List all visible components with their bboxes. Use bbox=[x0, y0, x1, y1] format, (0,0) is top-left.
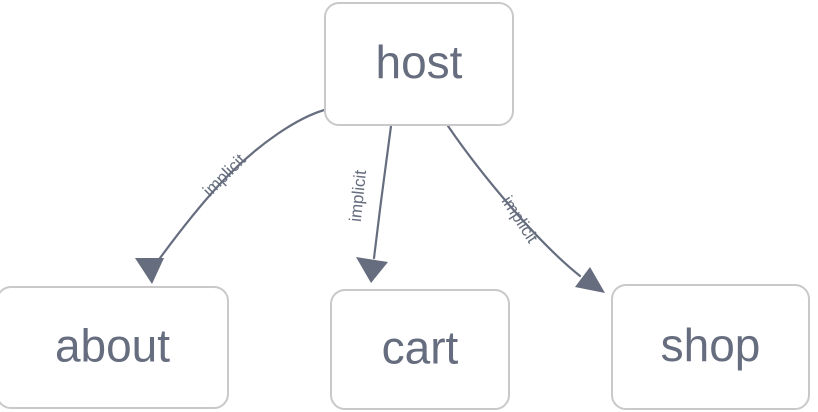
edge-host-shop-path bbox=[446, 124, 582, 278]
node-shop-box[interactable] bbox=[611, 284, 810, 410]
node-about[interactable]: about bbox=[0, 286, 229, 409]
node-cart[interactable]: cart bbox=[330, 289, 510, 410]
edge-host-cart-label: implicit bbox=[346, 169, 370, 223]
edge-host-cart-arrowhead bbox=[356, 257, 388, 283]
node-shop-label: shop bbox=[661, 319, 761, 371]
edge-host-shop-label: implicit bbox=[498, 192, 542, 246]
edge-host-about-label: implicit bbox=[199, 150, 249, 200]
edge-host-cart[interactable]: implicit bbox=[346, 124, 393, 283]
node-about-label: about bbox=[55, 320, 170, 372]
edge-host-about-arrowhead bbox=[135, 258, 164, 284]
node-cart-box[interactable] bbox=[330, 289, 510, 410]
edge-host-about[interactable]: implicit bbox=[135, 107, 330, 284]
edge-host-cart-path bbox=[372, 124, 393, 260]
node-cart-label: cart bbox=[382, 322, 459, 374]
node-host-label: host bbox=[376, 36, 463, 88]
edge-host-shop-arrowhead bbox=[575, 267, 605, 293]
edge-host-about-path bbox=[150, 107, 330, 271]
edge-host-shop[interactable]: implicit bbox=[446, 124, 605, 293]
node-about-box[interactable] bbox=[0, 286, 229, 409]
node-host-box[interactable] bbox=[324, 2, 514, 126]
edge-group: implicit implicit implicit bbox=[135, 107, 605, 293]
node-host[interactable]: host bbox=[324, 2, 514, 126]
node-shop[interactable]: shop bbox=[611, 284, 810, 410]
